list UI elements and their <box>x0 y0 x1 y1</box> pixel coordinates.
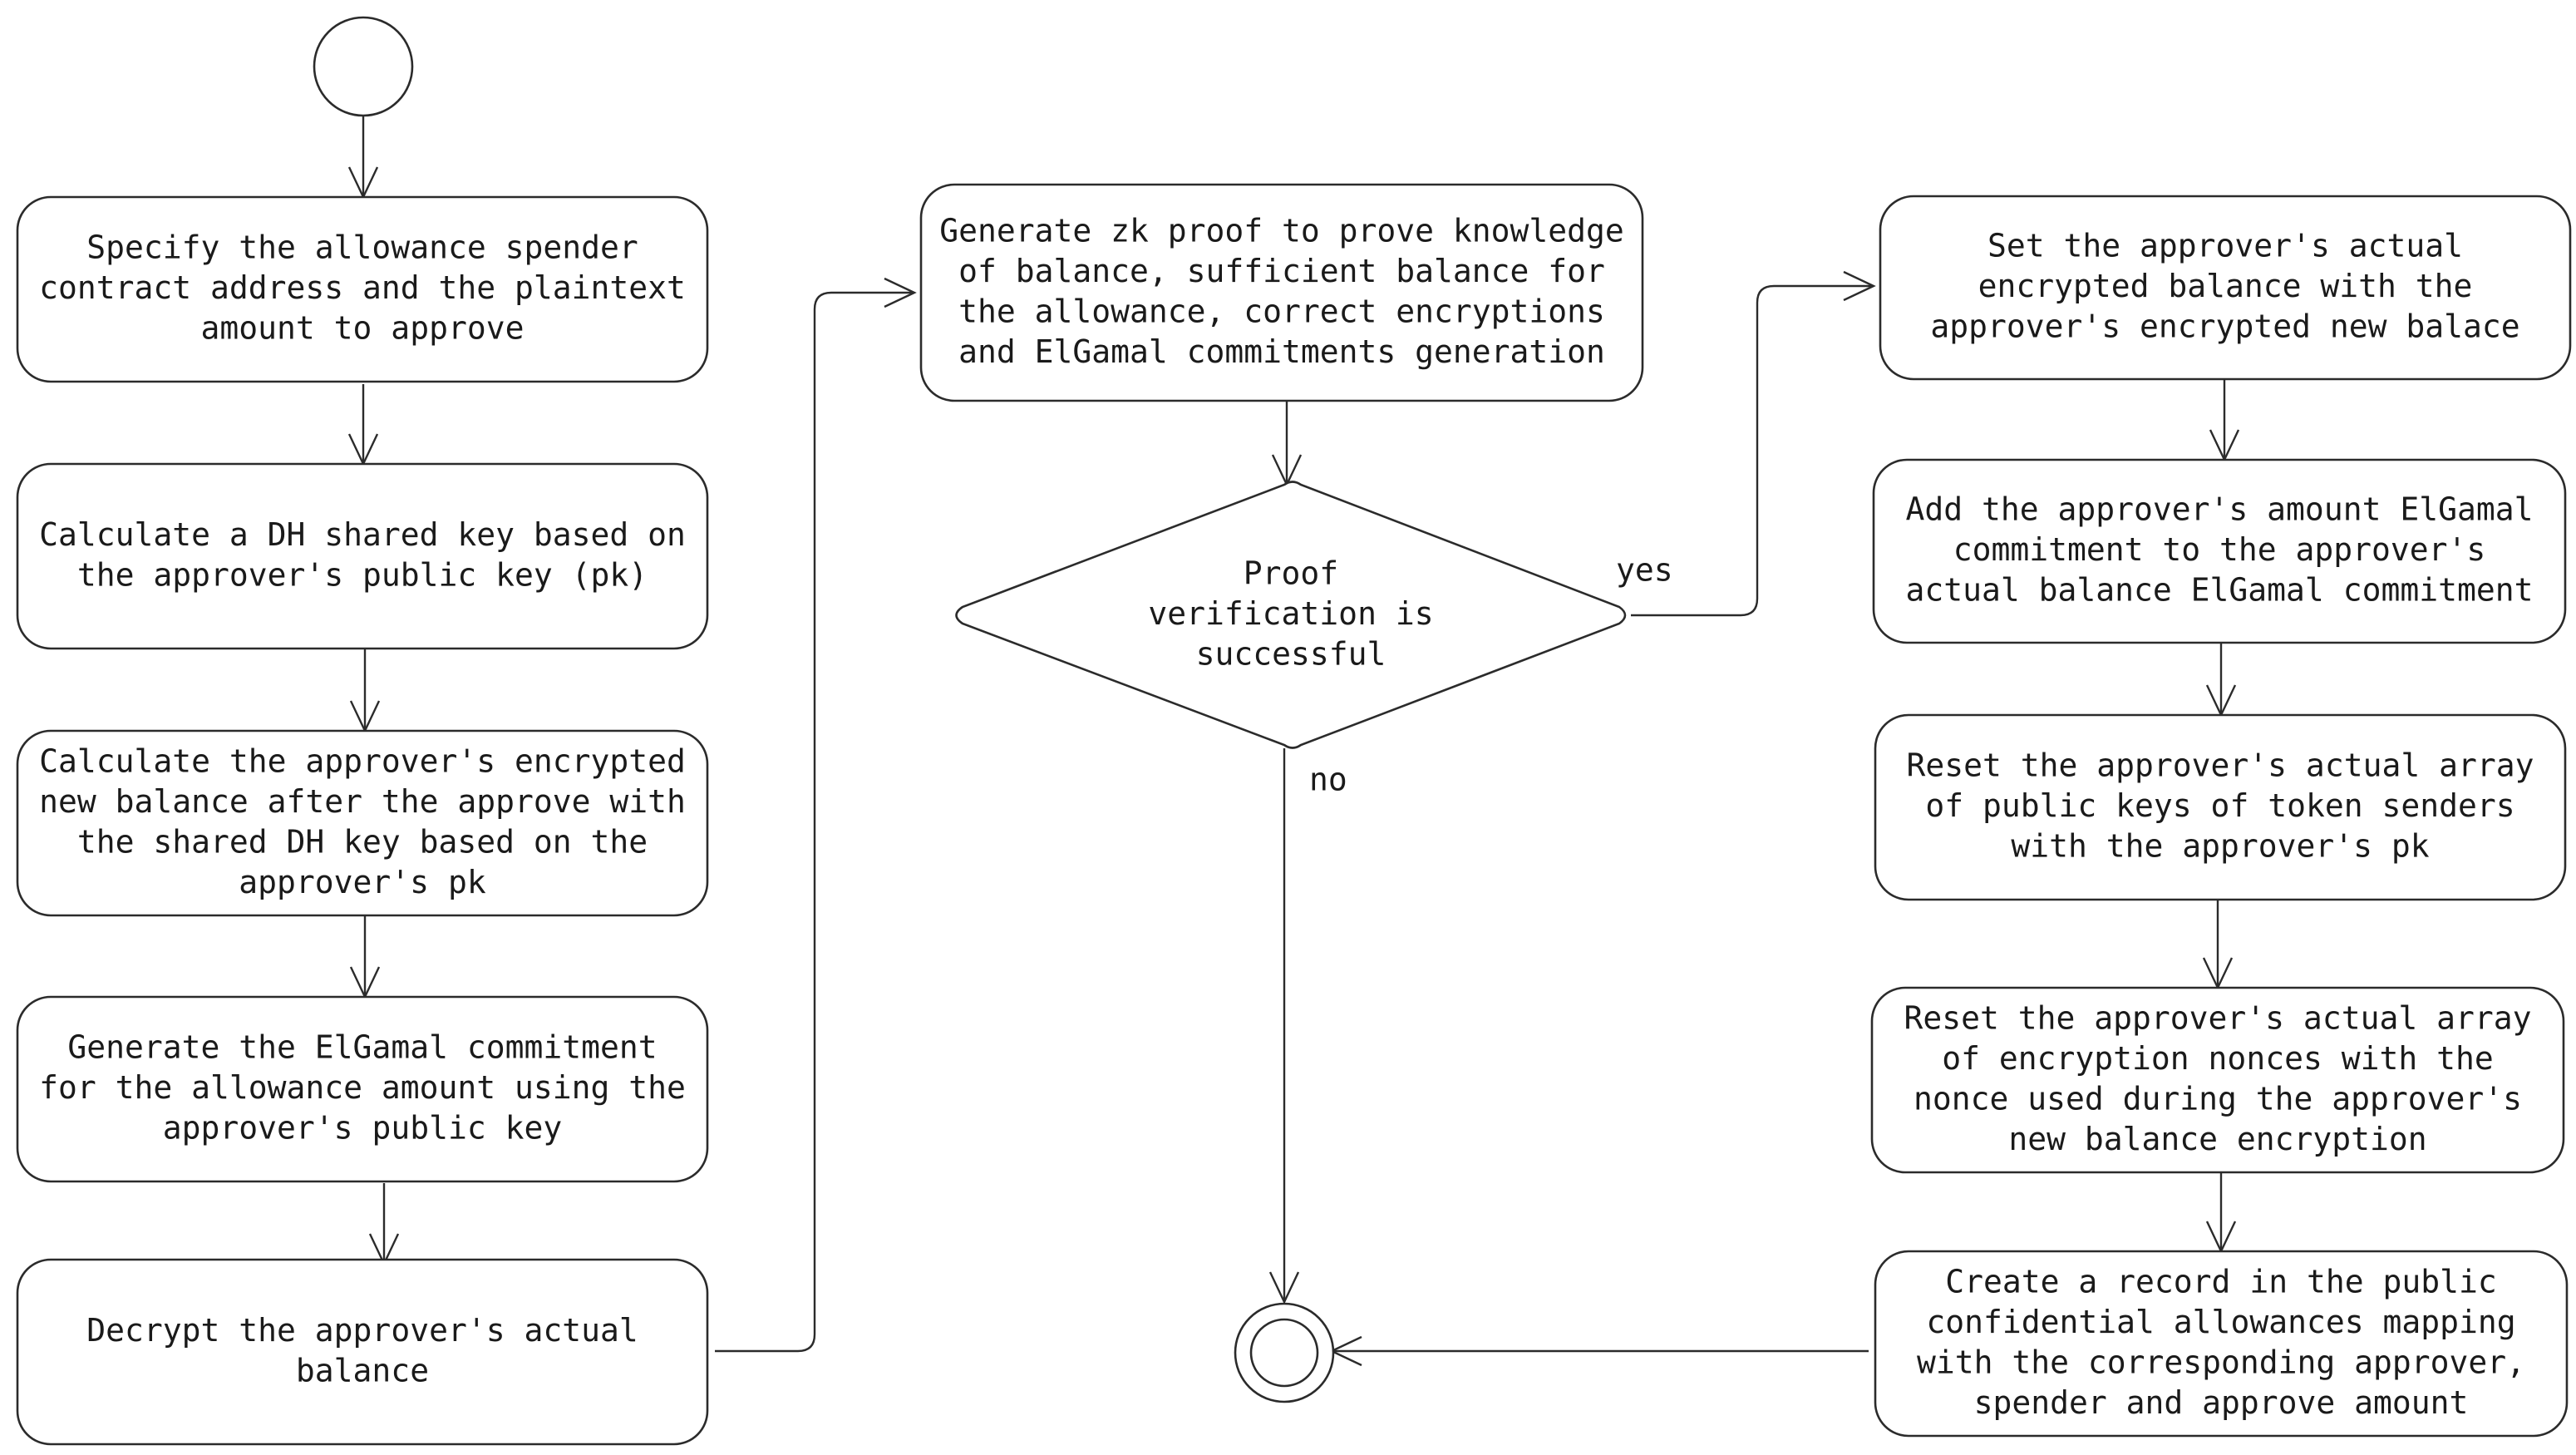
edge-set-to-add <box>2209 379 2240 462</box>
edge-decision-yes <box>1631 270 1876 617</box>
edge-resetnonce-to-record <box>2205 1172 2237 1254</box>
edge-dh-to-encrypted <box>349 649 381 733</box>
edge-specify-to-dh <box>347 384 379 466</box>
edge-labels: yes no <box>1309 552 1673 798</box>
edge-encrypted-to-elgamal <box>349 916 381 999</box>
edges <box>347 116 2240 1367</box>
edge-zk-to-decision <box>1271 401 1303 487</box>
edge-add-to-resetpk <box>2205 643 2237 718</box>
end-node <box>1234 1302 1335 1403</box>
edge-decision-no <box>1268 748 1300 1305</box>
start-node <box>313 16 414 117</box>
yes-label: yes <box>1616 552 1673 589</box>
edge-resetpk-to-resetnonce <box>2202 900 2234 990</box>
edge-elgamal-to-decrypt <box>368 1183 400 1266</box>
edge-start-to-specify <box>347 116 379 200</box>
edge-record-to-end <box>1329 1335 1869 1367</box>
edge-decrypt-to-zk <box>715 277 917 1353</box>
no-label: no <box>1309 762 1347 798</box>
